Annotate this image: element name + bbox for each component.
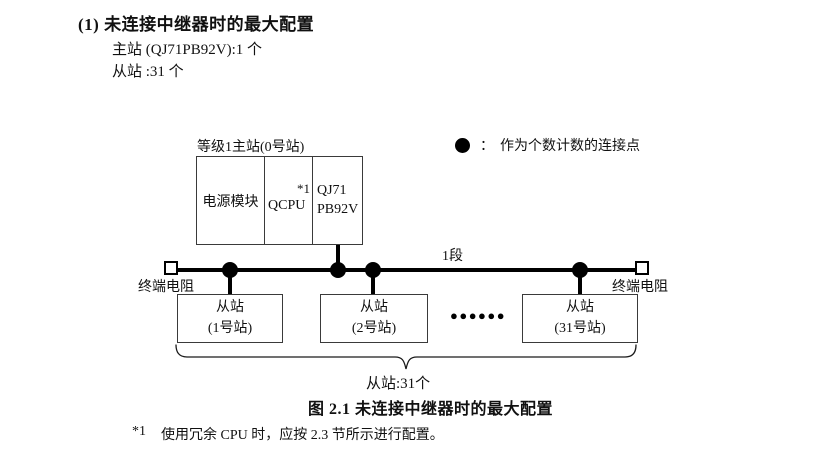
section-heading: (1) 未连接中继器时的最大配置: [78, 15, 315, 34]
figure-caption: 图 2.1 未连接中继器时的最大配置: [308, 401, 554, 418]
ellipsis-dots: ●●●●●●: [450, 308, 507, 323]
brace-icon: [175, 344, 637, 370]
legend-text: 作为个数计数的连接点: [500, 139, 640, 154]
slave-count-text: 从站 :31 个: [112, 64, 184, 80]
slave-station-box-31: 从站 (31号站): [522, 294, 638, 343]
footnote-marker: *1: [132, 424, 146, 439]
pb92v-label-line2: PB92V: [317, 201, 359, 217]
master-station-label: 等级1主站(0号站): [197, 140, 305, 155]
connector-line-slave-31: [578, 270, 582, 296]
bus-line: [177, 268, 637, 272]
legend-colon: ：: [480, 139, 494, 154]
terminator-right-icon: [635, 261, 649, 275]
qcpu-cell: *1 QCPU: [265, 157, 313, 244]
slave-station-name: 从站: [566, 300, 594, 316]
connector-line-slave-2: [371, 270, 375, 296]
connection-dot: [365, 262, 381, 278]
slave-station-number: (31号站): [554, 320, 606, 336]
slave-station-number: (2号站): [351, 320, 397, 336]
connection-dot: [330, 262, 346, 278]
slave-station-name: 从站: [360, 300, 388, 316]
slave-station-name: 从站: [216, 300, 244, 316]
legend: ： 作为个数计数的连接点: [455, 135, 640, 155]
master-count-text: 主站 (QJ71PB92V):1 个: [112, 42, 263, 58]
master-station-box: 电源模块 *1 QCPU QJ71 PB92V: [196, 156, 363, 245]
segment-label: 1段: [442, 249, 463, 264]
qcpu-label: QCPU: [268, 198, 306, 213]
connection-point-icon: [455, 137, 470, 153]
terminator-left-label: 终端电阻: [138, 280, 194, 295]
connection-dot: [222, 262, 238, 278]
connection-dot: [572, 262, 588, 278]
qcpu-footnote-ref: *1: [297, 181, 310, 196]
footnote: *1 使用冗余 CPU 时，应按 2.3 节所示进行配置。: [132, 424, 444, 444]
connector-line-master: [336, 245, 340, 270]
slave-station-box-1: 从站 (1号站): [177, 294, 283, 343]
slave-station-number: (1号站): [207, 320, 253, 336]
terminator-left-icon: [164, 261, 178, 275]
slave-total-label: 从站:31个: [366, 376, 431, 392]
power-module-label: 电源模块: [202, 194, 259, 210]
terminator-right-label: 终端电阻: [612, 280, 668, 295]
pb92v-label-line1: QJ71: [317, 182, 347, 198]
slave-station-box-2: 从站 (2号站): [320, 294, 428, 343]
connector-line-slave-1: [228, 270, 232, 296]
pb92v-cell: QJ71 PB92V: [313, 157, 362, 244]
footnote-text: 使用冗余 CPU 时，应按 2.3 节所示进行配置。: [161, 428, 444, 443]
power-module-cell: 电源模块: [197, 157, 265, 244]
